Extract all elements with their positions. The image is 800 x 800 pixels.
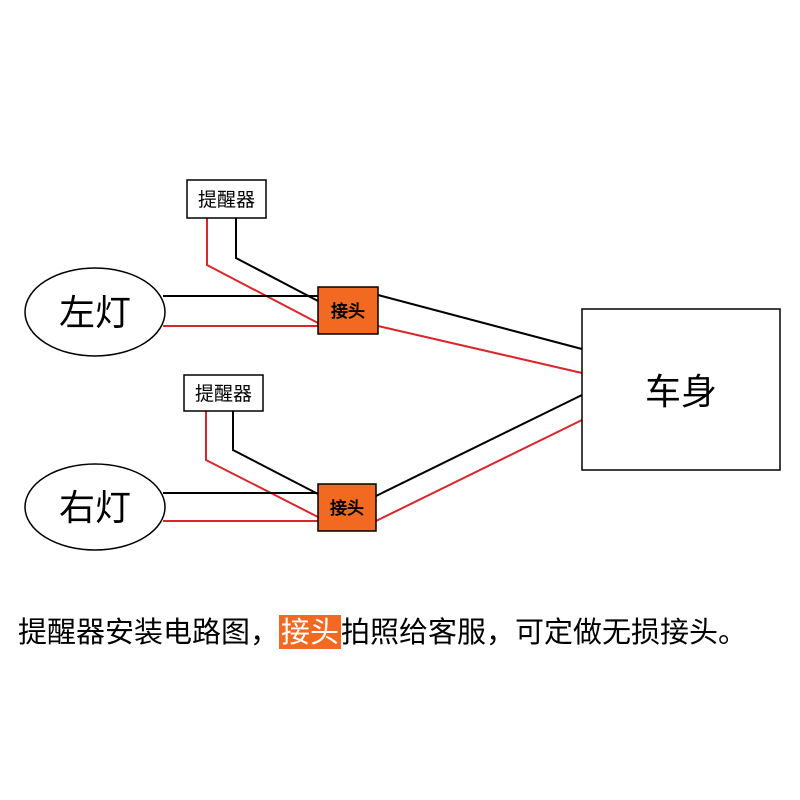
caption-text-before: 提醒器安装电路图， — [18, 615, 280, 649]
left-lamp: 左灯 — [24, 267, 166, 357]
bottom-body-red-wire — [375, 419, 583, 522]
vehicle-body-label: 车身 — [645, 372, 717, 413]
connector-bottom-label: 接头 — [330, 498, 364, 519]
bottom-circuit-wires — [163, 394, 583, 522]
bottom-reminder-black-wire — [232, 411, 319, 495]
caption-text-after: 拍照给客服，可定做无损接头。 — [341, 615, 748, 649]
top-body-black-wire — [377, 294, 583, 350]
right-lamp-label: 右灯 — [59, 488, 131, 529]
connector-bottom: 接头 — [317, 483, 377, 532]
reminder-bottom-label: 提醒器 — [195, 383, 252, 405]
caption-highlight: 接头 — [279, 615, 342, 649]
right-lamp: 右灯 — [24, 463, 166, 551]
caption: 提醒器安装电路图，接头拍照给客服，可定做无损接头。 — [18, 612, 747, 652]
vehicle-body-box: 车身 — [581, 308, 781, 471]
bottom-reminder-red-wire — [205, 411, 319, 518]
connector-top-label: 接头 — [331, 301, 365, 322]
top-reminder-red-wire — [206, 218, 319, 324]
reminder-top-label: 提醒器 — [198, 189, 255, 211]
top-body-red-wire — [377, 325, 583, 374]
top-reminder-black-wire — [235, 218, 319, 302]
connector-top: 接头 — [317, 286, 379, 335]
reminder-box-top: 提醒器 — [186, 179, 267, 219]
top-circuit-wires — [163, 218, 583, 374]
bottom-body-black-wire — [375, 394, 583, 497]
reminder-box-bottom: 提醒器 — [183, 374, 264, 412]
left-lamp-label: 左灯 — [59, 293, 131, 334]
